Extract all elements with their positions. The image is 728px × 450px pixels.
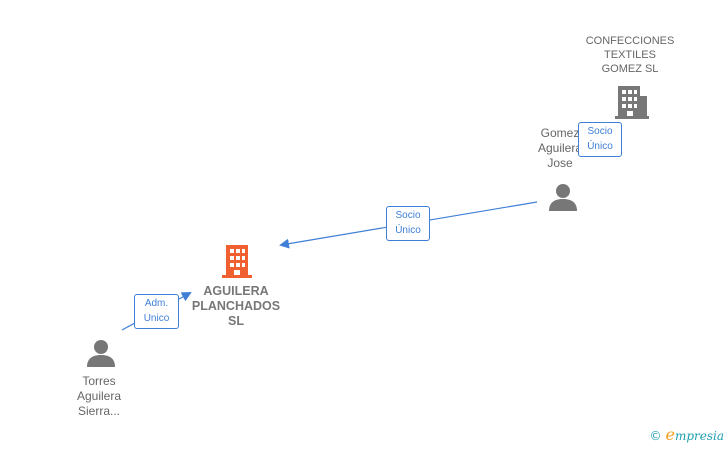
building-icon[interactable] [220,243,254,279]
brand-logo: ©empresia [649,425,724,444]
edge-label-line1: Adm. [144,298,169,309]
main-company-label[interactable]: AGUILERA PLANCHADOS SL [191,284,281,328]
edge-label-line1: Socio [395,210,421,221]
person-icon[interactable] [86,338,116,368]
copyright-icon: © [649,429,662,443]
person-torres-label[interactable]: Torres Aguilera Sierra... [76,374,122,418]
edge-label-line2: Unico [143,313,170,324]
edge-label-line1: Socio [587,126,613,137]
edge-label-line2: Único [587,141,613,152]
edge-label-line2: Único [395,225,421,236]
person-gomez-label[interactable]: Gomez Aguilera Jose [537,126,583,170]
brand-logo-e: e [665,425,675,444]
edge-label-socio-unico[interactable]: Socio Único [386,206,430,241]
parent-company-label[interactable]: CONFECCIONES TEXTILES GOMEZ SL [585,35,675,75]
building-icon[interactable] [615,84,649,120]
person-icon[interactable] [548,182,578,212]
brand-logo-text: mpresia [674,429,724,443]
edge-label-adm-unico[interactable]: Adm. Unico [134,294,179,329]
edge-label-socio-unico[interactable]: Socio Único [578,122,622,157]
